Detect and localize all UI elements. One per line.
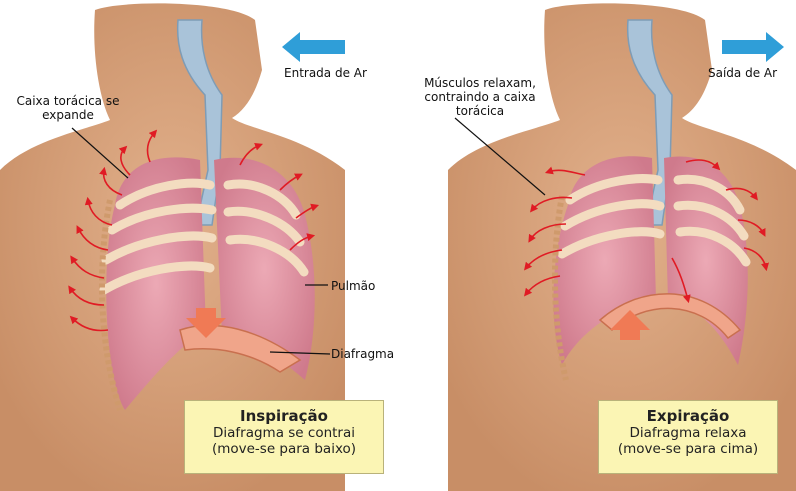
rib-expand-label: Caixa torácica se expande xyxy=(8,94,128,122)
lung-label: Pulmão xyxy=(331,279,375,293)
inspiration-line2: (move-se para baixo) xyxy=(185,441,383,457)
expiration-box: Expiração Diafragma relaxa (move-se para… xyxy=(598,400,778,474)
expiration-line1: Diafragma relaxa xyxy=(599,425,777,441)
muscles-relax-label: Músculos relaxam, contraindo a caixa tor… xyxy=(405,76,555,118)
inspiration-box: Inspiração Diafragma se contrai (move-se… xyxy=(184,400,384,474)
left-air-label: Entrada de Ar xyxy=(284,66,367,80)
right-air-arrow xyxy=(722,32,784,62)
expiration-title: Expiração xyxy=(599,407,777,425)
expiration-line2: (move-se para cima) xyxy=(599,441,777,457)
right-air-label: Saída de Ar xyxy=(708,66,777,80)
inspiration-line1: Diafragma se contrai xyxy=(185,425,383,441)
left-air-arrow xyxy=(282,32,345,62)
diaphragm-label: Diafragma xyxy=(331,347,394,361)
inspiration-title: Inspiração xyxy=(185,407,383,425)
